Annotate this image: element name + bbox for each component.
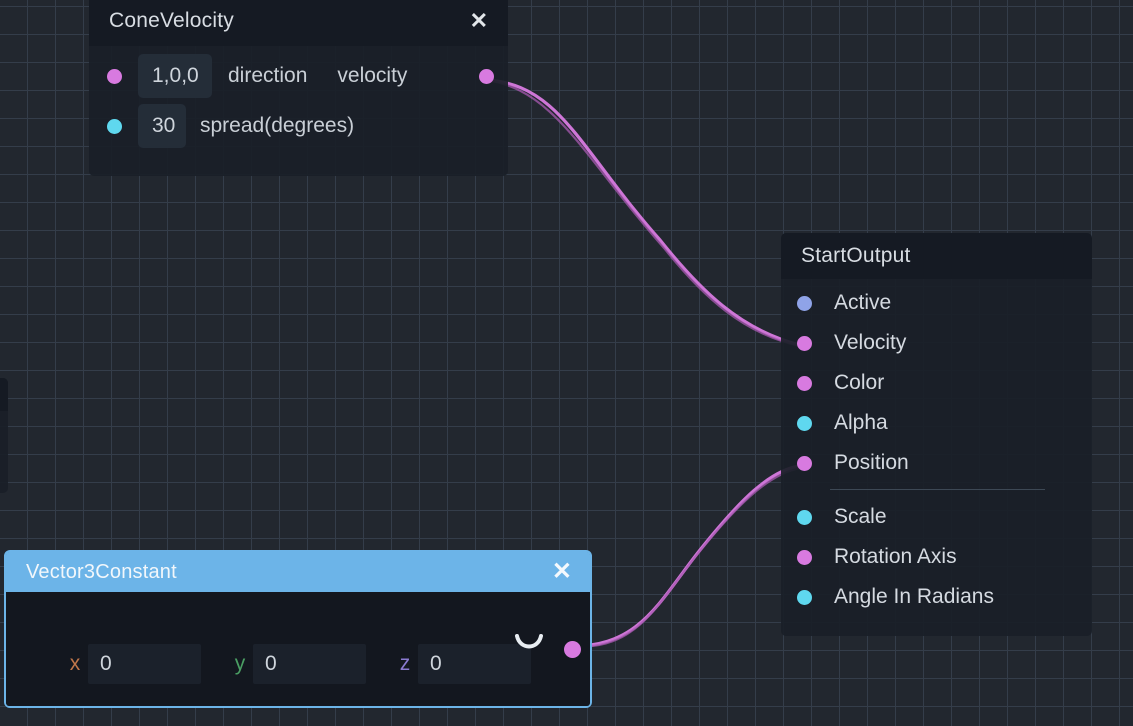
node-cone-velocity-header[interactable]: ConeVelocity ✕ — [89, 0, 508, 46]
field-direction[interactable]: 1,0,0 — [138, 54, 212, 98]
node-vector3-constant-body: x 0 y 0 z 0 — [6, 592, 590, 706]
slot-label-alpha: Alpha — [834, 411, 888, 434]
curve-arc-icon[interactable] — [514, 633, 544, 655]
port-color[interactable] — [797, 376, 812, 391]
offscreen-node-header — [0, 378, 8, 411]
slot-color[interactable]: Color — [781, 363, 1092, 403]
node-cone-velocity[interactable]: ConeVelocity ✕ 1,0,0 direction velocity … — [89, 0, 508, 176]
port-direction-input[interactable] — [107, 68, 122, 84]
node-cone-velocity-body: 1,0,0 direction velocity 30 spread(degre… — [89, 46, 508, 176]
node-start-output[interactable]: StartOutput Active Velocity Color Alpha — [781, 233, 1092, 636]
slot-rotation-axis[interactable]: Rotation Axis — [781, 537, 1092, 577]
close-icon[interactable]: ✕ — [551, 558, 572, 585]
slot-group-separator — [830, 489, 1045, 490]
axis-label-x: x — [69, 652, 81, 675]
node-start-output-title: StartOutput — [801, 244, 911, 267]
node-start-output-body: Active Velocity Color Alpha Position — [781, 279, 1092, 636]
slot-label-scale: Scale — [834, 505, 887, 528]
cone-input-spread-row: 30 spread(degrees) — [89, 104, 354, 148]
port-scale[interactable] — [797, 510, 812, 525]
port-position[interactable] — [797, 456, 812, 471]
slot-label-active: Active — [834, 291, 892, 314]
node-vector3-constant-title: Vector3Constant — [26, 560, 177, 583]
label-direction: direction — [228, 64, 308, 87]
slot-scale[interactable]: Scale — [781, 497, 1092, 537]
field-spread[interactable]: 30 — [138, 104, 186, 148]
node-start-output-header[interactable]: StartOutput — [781, 233, 1092, 279]
slot-label-angle-in-radians: Angle In Radians — [834, 585, 994, 608]
slot-label-rotation-axis: Rotation Axis — [834, 545, 957, 568]
port-velocity[interactable] — [797, 336, 812, 351]
port-spread-input[interactable] — [107, 118, 122, 134]
field-z[interactable]: 0 — [418, 644, 531, 684]
wire-position-shadow — [569, 466, 801, 648]
port-vector3-output[interactable] — [564, 641, 581, 658]
port-alpha[interactable] — [797, 416, 812, 431]
slot-label-color: Color — [834, 371, 885, 394]
slot-angle-in-radians[interactable]: Angle In Radians — [781, 577, 1092, 617]
slot-velocity[interactable]: Velocity — [781, 323, 1092, 363]
wire-velocity — [485, 78, 801, 347]
slot-label-position: Position — [834, 451, 909, 474]
slot-label-velocity: Velocity — [834, 331, 907, 354]
label-spread: spread(degrees) — [200, 114, 355, 137]
wire-velocity-shadow — [485, 78, 801, 348]
port-velocity-output[interactable] — [479, 69, 494, 84]
cone-input-direction-row: 1,0,0 direction velocity — [89, 54, 407, 98]
slot-position[interactable]: Position — [781, 443, 1092, 483]
axis-label-z: z — [399, 652, 411, 675]
wire-position — [569, 464, 801, 648]
axis-label-y: y — [234, 652, 246, 675]
node-vector3-constant-header[interactable]: Vector3Constant ✕ — [6, 552, 590, 592]
port-angle-in-radians[interactable] — [797, 590, 812, 605]
field-y[interactable]: 0 — [253, 644, 366, 684]
field-x[interactable]: 0 — [88, 644, 201, 684]
port-active[interactable] — [797, 296, 812, 311]
slot-active[interactable]: Active — [781, 283, 1092, 323]
label-velocity-output: velocity — [337, 64, 408, 87]
close-icon[interactable]: ✕ — [469, 8, 488, 33]
node-cone-velocity-title: ConeVelocity — [109, 9, 234, 32]
port-rotation-axis[interactable] — [797, 550, 812, 565]
vector3-fields-row: x 0 y 0 z 0 — [6, 644, 531, 684]
node-vector3-constant[interactable]: Vector3Constant ✕ x 0 y 0 z 0 — [4, 550, 592, 708]
offscreen-node-partial[interactable] — [0, 378, 8, 493]
slot-alpha[interactable]: Alpha — [781, 403, 1092, 443]
